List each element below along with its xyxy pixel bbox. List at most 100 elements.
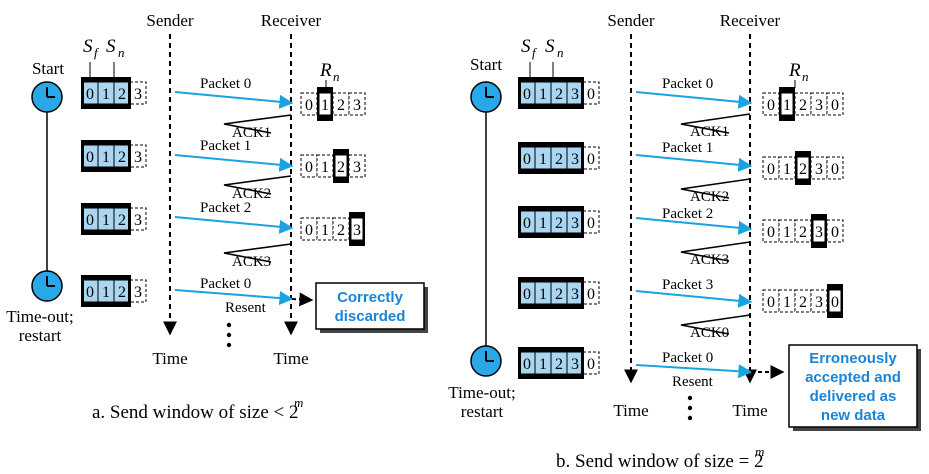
- svg-text:b. Send window of size = 2: b. Send window of size = 2: [556, 451, 764, 472]
- sequence-number: 0: [523, 151, 531, 168]
- sequence-number: 0: [523, 286, 531, 303]
- svg-text:S: S: [545, 36, 555, 57]
- sn-pointer-label: S n: [106, 36, 125, 60]
- sf-pointer-label: S f: [83, 36, 100, 60]
- start-label: Start: [470, 55, 502, 74]
- timeout-label-line1: Time-out;: [6, 307, 73, 326]
- svg-text:Erroneously: Erroneously: [809, 350, 897, 367]
- sequence-number: 3: [571, 286, 579, 303]
- svg-text:S: S: [106, 36, 116, 57]
- sequence-number: 1: [539, 86, 547, 103]
- sequence-number: 2: [799, 294, 807, 311]
- ack-label: ACK3: [690, 252, 729, 268]
- discard-arrow: [291, 292, 314, 307]
- sender-label: Sender: [146, 11, 194, 30]
- sequence-number: 1: [102, 86, 110, 103]
- receiver-time-label: Time: [732, 401, 767, 420]
- packet-label: Packet 0: [200, 76, 251, 92]
- start-clock-icon: [31, 81, 63, 113]
- window-cell: [826, 219, 844, 243]
- packet-label: Packet 2: [200, 200, 251, 216]
- packet-arrow: [174, 216, 294, 234]
- sequence-number: 2: [118, 212, 126, 229]
- sender-time-label: Time: [152, 349, 187, 368]
- sequence-number: 3: [815, 224, 823, 241]
- sequence-number: 2: [799, 97, 807, 114]
- start-label: Start: [32, 59, 64, 78]
- sequence-number: 0: [86, 86, 94, 103]
- sequence-number: 0: [767, 161, 775, 178]
- sequence-number: 0: [587, 356, 595, 373]
- ack-arrow: [680, 113, 751, 134]
- rn-pointer-label: R n: [319, 60, 340, 84]
- svg-text:n: n: [557, 45, 564, 60]
- sequence-number: 1: [539, 286, 547, 303]
- ack-label: ACK3: [232, 254, 271, 270]
- ack-label: ACK1: [232, 125, 271, 141]
- svg-text:f: f: [532, 45, 538, 60]
- sequence-number: 3: [571, 151, 579, 168]
- sequence-number: 3: [134, 284, 142, 301]
- sequence-number: 3: [353, 97, 361, 114]
- timeout-clock-icon: [470, 345, 502, 377]
- sequence-number: 0: [767, 224, 775, 241]
- svg-text:delivered as: delivered as: [810, 388, 897, 405]
- packet-arrow: [174, 91, 294, 109]
- packet-arrow: [635, 364, 753, 379]
- sequence-number: 3: [815, 97, 823, 114]
- sequence-number: 0: [831, 224, 839, 241]
- window-cell: [826, 92, 844, 116]
- sequence-number: 3: [571, 356, 579, 373]
- sequence-number: 3: [134, 149, 142, 166]
- svg-text:R: R: [319, 60, 332, 81]
- receiver-label: Receiver: [720, 11, 781, 30]
- svg-text:new data: new data: [821, 407, 886, 424]
- svg-text:discarded: discarded: [335, 308, 406, 325]
- window-cell: [826, 156, 844, 180]
- window-cell: [348, 92, 366, 116]
- packet-label: Packet 0: [200, 276, 251, 292]
- ack-arrow: [680, 241, 751, 262]
- packet-label: Packet 1: [200, 138, 251, 154]
- sequence-number: 1: [102, 149, 110, 166]
- packet-labels: Packet 0 Packet 1 Packet 2 Packet 0 Rese…: [200, 76, 267, 316]
- window-cell: [348, 154, 366, 178]
- sequence-number: 2: [118, 149, 126, 166]
- sequence-number: 1: [102, 284, 110, 301]
- packet-label: Packet 0: [662, 76, 713, 92]
- ack-label: ACK2: [690, 189, 729, 205]
- ack-arrow: [223, 114, 292, 134]
- svg-text:S: S: [521, 36, 531, 57]
- sequence-number: 2: [118, 86, 126, 103]
- sequence-number: 0: [305, 159, 313, 176]
- svg-text:a. Send window of size < 2: a. Send window of size < 2: [92, 402, 299, 423]
- sequence-number: 0: [523, 356, 531, 373]
- sequence-number: 0: [831, 97, 839, 114]
- svg-text:n: n: [333, 69, 340, 84]
- resent-label: Resent: [672, 374, 714, 390]
- sequence-number: 2: [799, 161, 807, 178]
- sequence-number: 0: [523, 215, 531, 232]
- timeout-clock-icon: [31, 270, 63, 302]
- rn-pointer-label: R n: [788, 60, 809, 84]
- sequence-number: 0: [831, 294, 839, 311]
- sender-time-label: Time: [613, 401, 648, 420]
- sequence-number: 1: [783, 97, 791, 114]
- panel-a: Sender Receiver Time Time Start Time-out…: [6, 11, 428, 423]
- sequence-number: 2: [555, 215, 563, 232]
- ack-labels: ACK1 ACK2 ACK3 ACK0: [690, 124, 729, 341]
- sequence-number: 0: [587, 86, 595, 103]
- sequence-number: 2: [337, 222, 345, 239]
- resent-label: Resent: [225, 300, 267, 316]
- sequence-number: 0: [587, 215, 595, 232]
- packet-arrow: [635, 154, 753, 172]
- erroneously-accepted-callout: Erroneously accepted and delivered as ne…: [788, 344, 921, 431]
- sequence-number: 1: [783, 294, 791, 311]
